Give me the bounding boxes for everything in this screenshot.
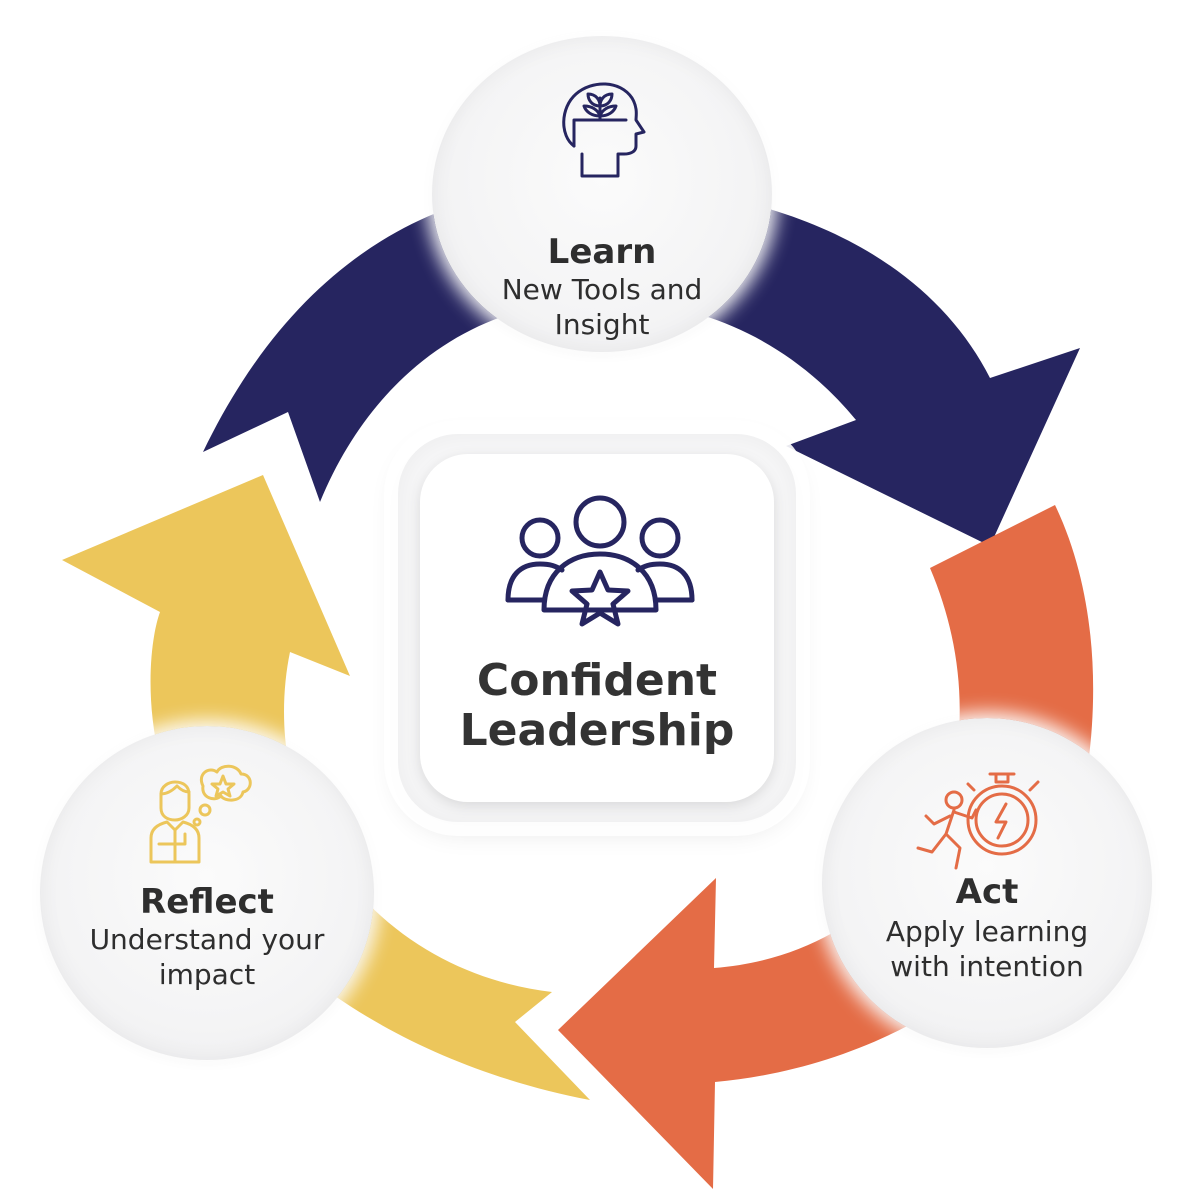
person-thinking-icon	[149, 764, 252, 864]
learn-line-2: Insight	[554, 308, 650, 341]
head-growth-icon	[562, 82, 646, 178]
team-leader-star-icon	[505, 495, 695, 627]
act-line-1: Apply learning	[885, 915, 1089, 948]
act-title: Act	[955, 872, 1019, 912]
center-title-line-2: Leadership	[459, 705, 735, 756]
reflect-line-1: Understand your	[89, 923, 325, 956]
act-line-2: with intention	[890, 950, 1084, 983]
reflect-line-2: impact	[158, 958, 256, 991]
act-arrow	[558, 505, 1094, 1189]
center-card: Confident Leadership	[398, 434, 796, 822]
center-title-line-1: Confident	[476, 655, 718, 706]
reflect-arrow	[62, 475, 590, 1100]
reflect-stage: Reflect Understand your impact	[40, 726, 374, 1060]
act-stage: Act Apply learning with intention	[822, 718, 1152, 1048]
reflect-title: Reflect	[140, 882, 274, 922]
center-title: Confident Leadership	[420, 656, 774, 756]
learn-stage: Learn New Tools and Insight	[432, 36, 772, 352]
runner-stopwatch-icon	[916, 772, 1040, 870]
learn-arrow	[203, 183, 1080, 546]
center-card-inner: Confident Leadership	[420, 454, 774, 802]
learn-title: Learn	[547, 232, 657, 272]
learn-line-1: New Tools and	[501, 273, 703, 306]
